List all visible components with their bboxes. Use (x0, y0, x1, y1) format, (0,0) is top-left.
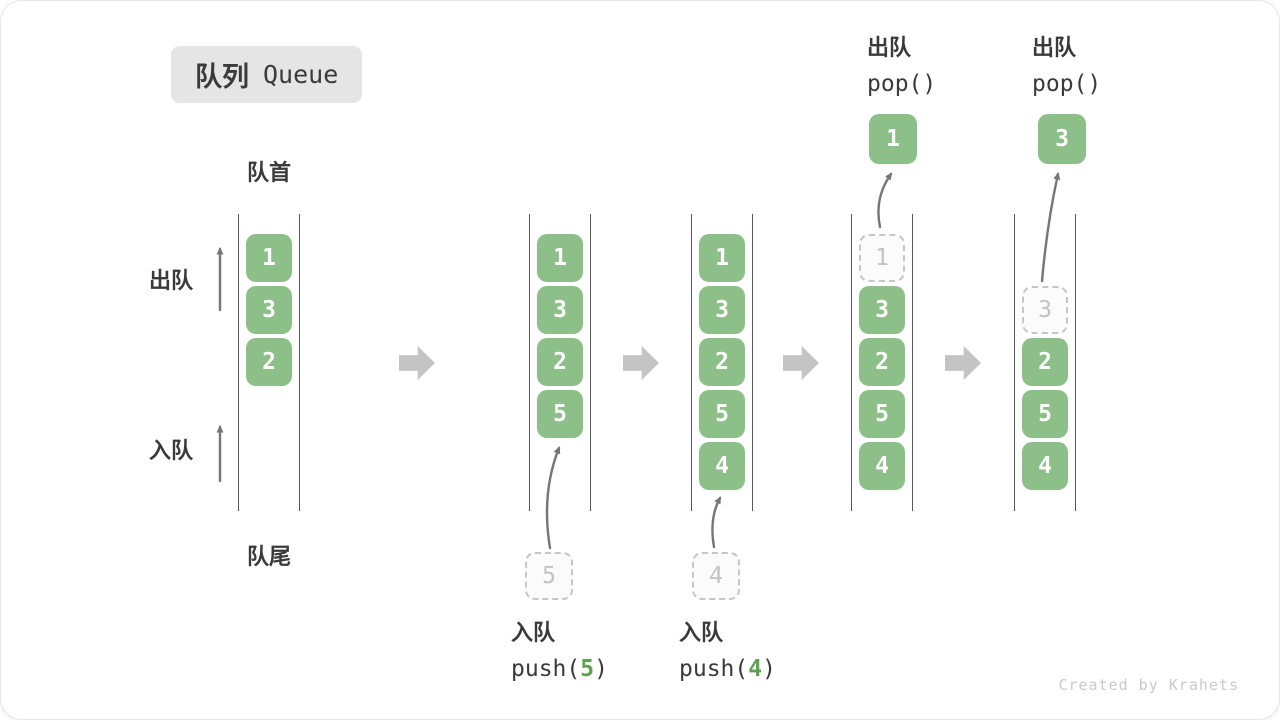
queue-item: 2 (859, 338, 905, 386)
queue-item: 4 (859, 442, 905, 490)
dequeue-op-title: 出队 (867, 35, 912, 60)
queue-item: 5 (537, 390, 583, 438)
label-dequeue-side: 出队 (149, 268, 194, 293)
label-queue-rear: 队尾 (246, 544, 291, 569)
queue-item: 1 (537, 234, 583, 282)
queue-slot-empty (1022, 234, 1068, 282)
queue-item: 1 (699, 234, 745, 282)
queue-item-ghost: 3 (1022, 286, 1068, 334)
transition-arrow-icon (945, 346, 981, 380)
code-arg: 5 (580, 656, 595, 682)
code-pre: push( (511, 656, 581, 682)
queue-item: 1 (246, 234, 292, 282)
code-pre: push( (679, 656, 749, 682)
queue-item: 4 (699, 442, 745, 490)
transition-arrow-icon (399, 346, 435, 380)
transition-arrow-icon (623, 346, 659, 380)
enqueue-op-title: 入队 (511, 620, 556, 645)
label-enqueue-side: 入队 (149, 438, 194, 463)
enqueue-op-code: push(4) (679, 656, 776, 682)
title-badge: 队列 Queue (171, 46, 363, 103)
queue-item: 3 (699, 286, 745, 334)
title-zh: 队列 (195, 62, 249, 92)
queue-item: 2 (246, 338, 292, 386)
queue-item: 4 (1022, 442, 1068, 490)
queue-item: 2 (537, 338, 583, 386)
watermark: Created by Krahets (1058, 676, 1239, 694)
popped-item-box: 3 (1038, 114, 1086, 164)
enqueue-op-label: 入队 push(5) (511, 615, 608, 682)
enqueue-op-code: push(5) (511, 656, 608, 682)
queue-item: 3 (246, 286, 292, 334)
enqueue-source-box: 5 (525, 552, 573, 600)
queue-item-ghost: 1 (859, 234, 905, 282)
queue-item: 5 (699, 390, 745, 438)
code-suf: ) (762, 656, 776, 682)
dequeue-op-title: 出队 (1032, 35, 1077, 60)
popped-item-box: 1 (869, 114, 917, 164)
title-en: Queue (263, 60, 339, 89)
queue-item: 5 (1022, 390, 1068, 438)
enqueue-op-label: 入队 push(4) (679, 615, 776, 682)
transition-arrow-icon (783, 346, 819, 380)
code-suf: ) (594, 656, 608, 682)
queue-item: 3 (859, 286, 905, 334)
queue-item: 5 (859, 390, 905, 438)
queue-item: 2 (699, 338, 745, 386)
dequeue-op-label: 出队 pop() (867, 30, 936, 97)
dequeue-op-code: pop() (867, 71, 937, 97)
label-queue-front: 队首 (246, 160, 291, 185)
enqueue-source-box: 4 (692, 552, 740, 600)
dequeue-op-code: pop() (1032, 71, 1102, 97)
enqueue-op-title: 入队 (679, 620, 724, 645)
dequeue-op-label: 出队 pop() (1032, 30, 1101, 97)
queue-item: 2 (1022, 338, 1068, 386)
code-arg: 4 (748, 656, 763, 682)
queue-item: 3 (537, 286, 583, 334)
